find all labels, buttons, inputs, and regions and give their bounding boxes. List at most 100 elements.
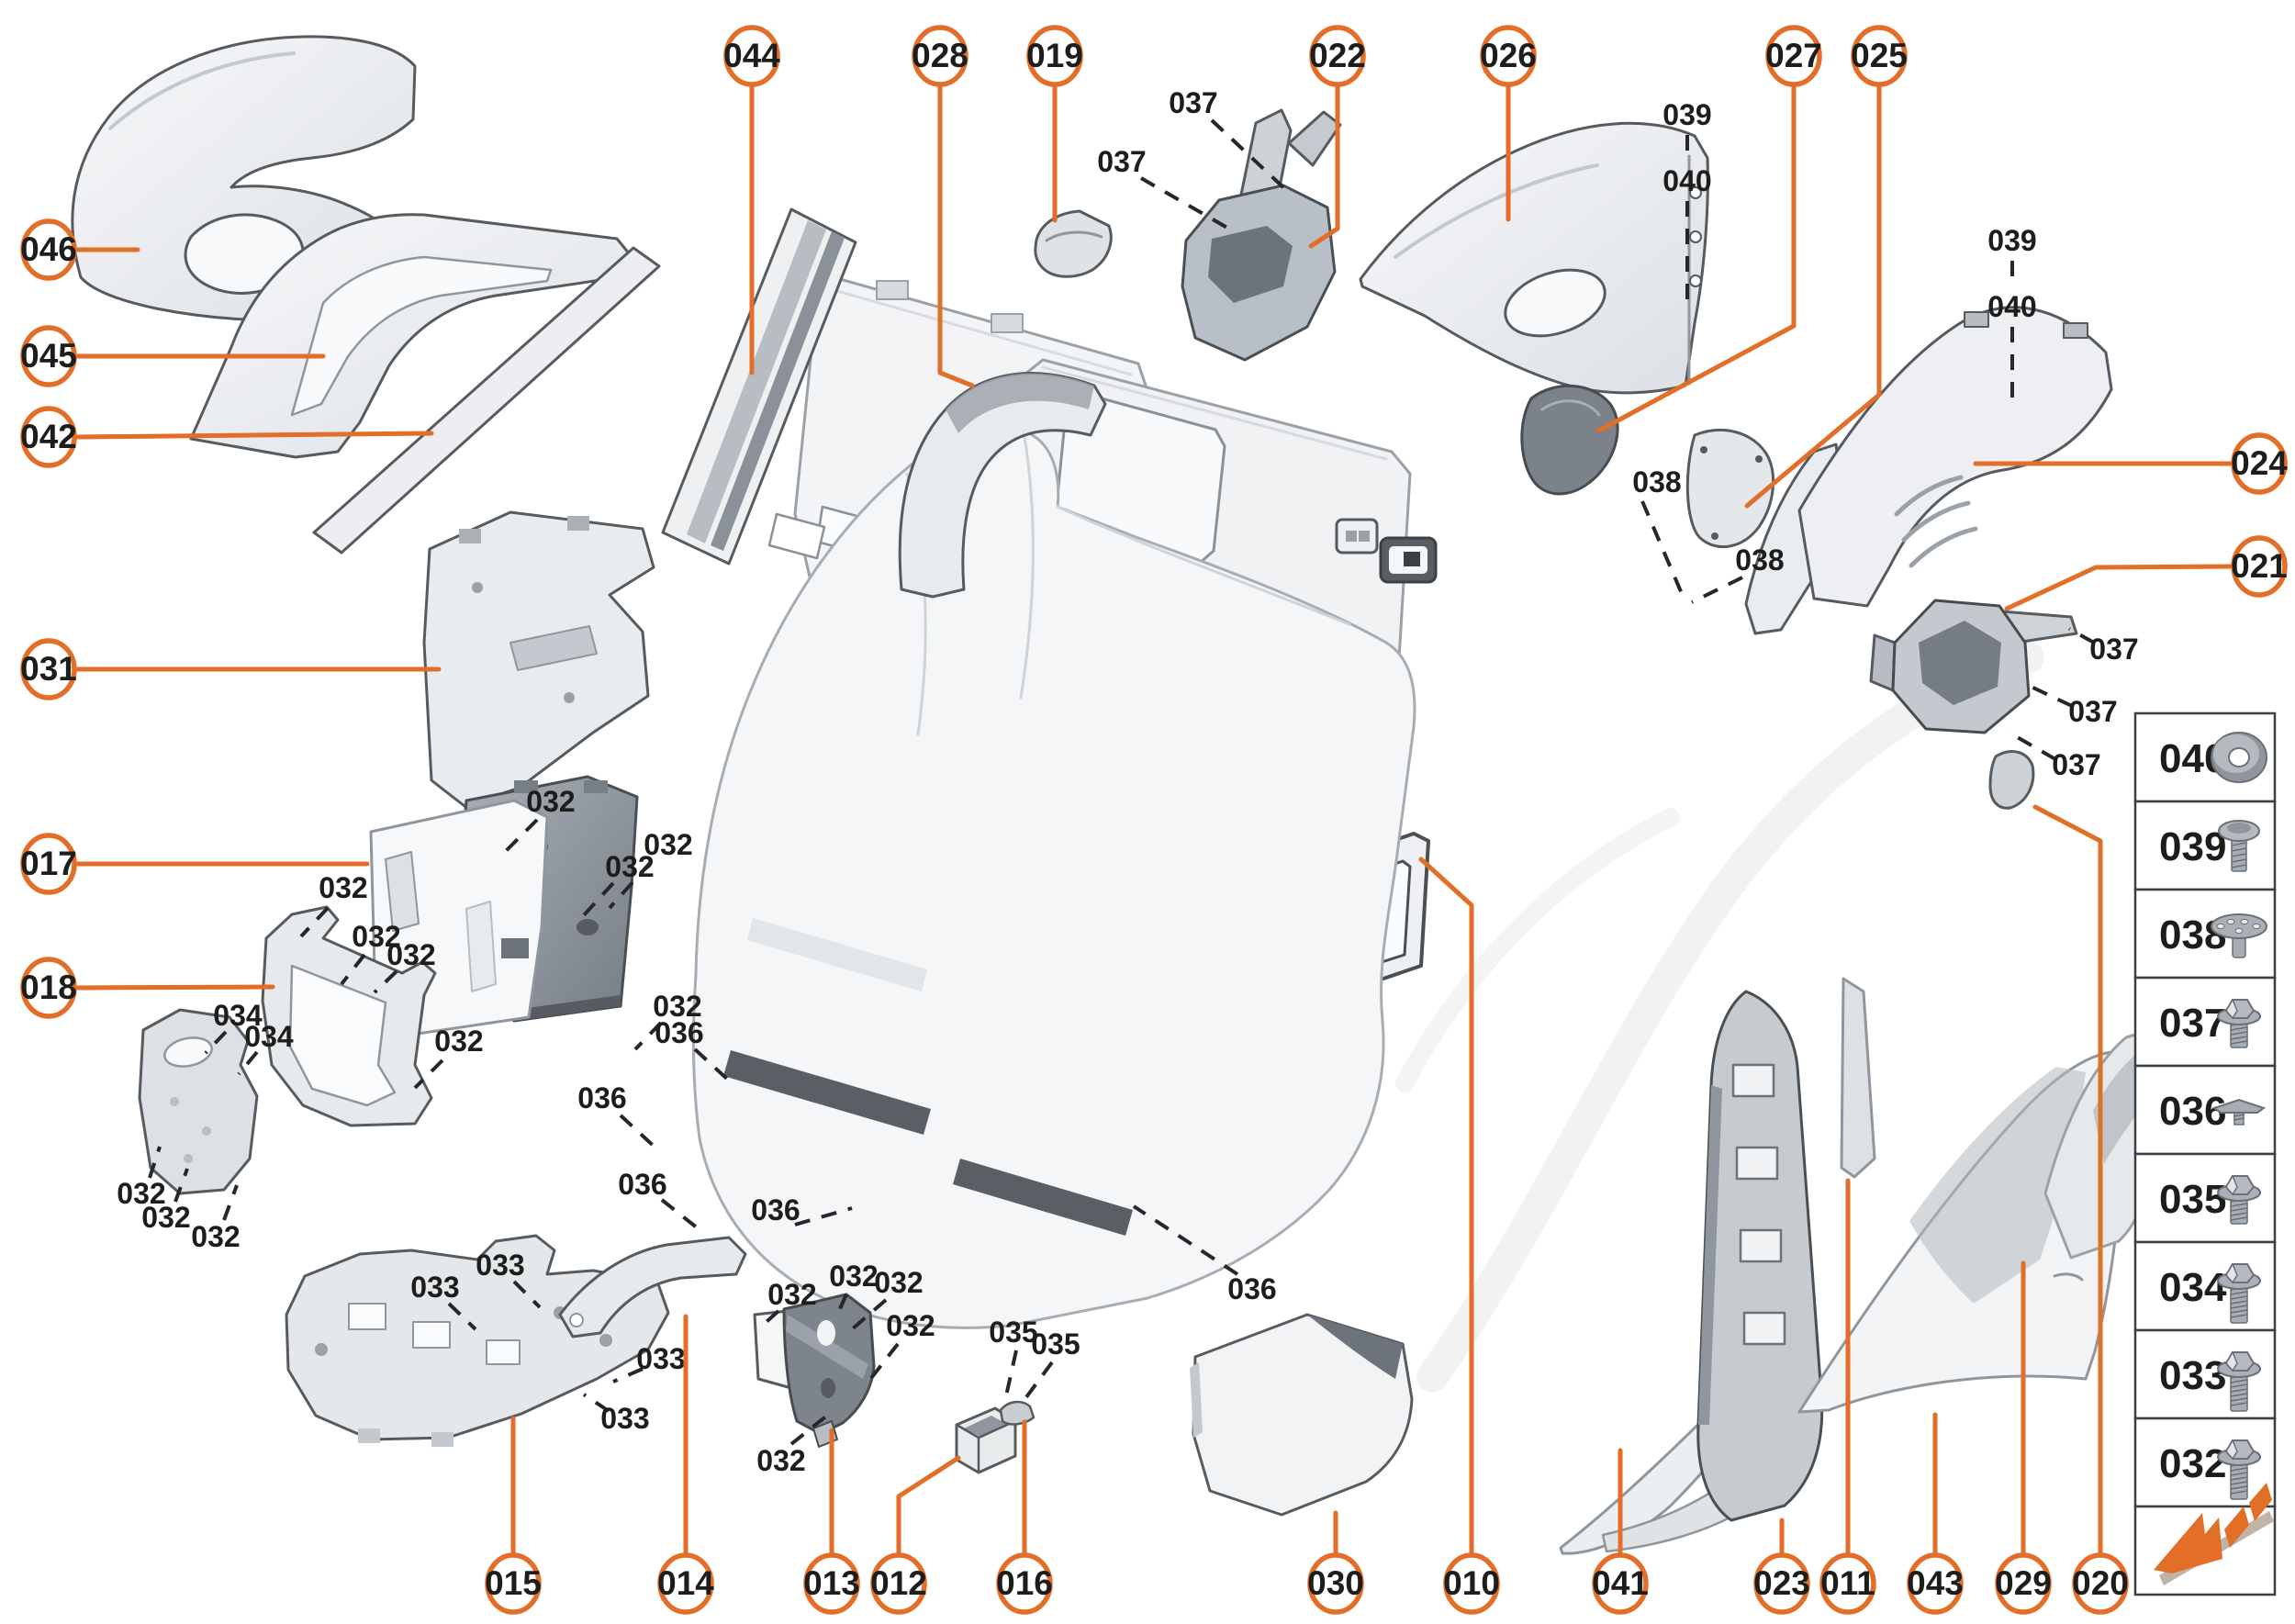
part-label-dash-037 [2007, 730, 2056, 761]
part-label-dash-032 [299, 906, 330, 938]
part-label-dash-036 [693, 1047, 732, 1083]
part-label-032: 032 [352, 920, 400, 953]
part-illustration-015 [285, 1234, 670, 1447]
callout-badge-013[interactable]: 013 [803, 1552, 860, 1615]
part-illustration-043 [1797, 1050, 2124, 1414]
callout-circle [996, 1552, 1053, 1615]
callout-badge-041[interactable]: 041 [1592, 1552, 1649, 1615]
part-label-032: 032 [117, 1177, 165, 1210]
callout-badge-030[interactable]: 030 [1307, 1552, 1364, 1615]
callout-badge-016[interactable]: 016 [996, 1552, 1053, 1615]
part-label-dash-033 [582, 1393, 610, 1413]
callout-number: 025 [1851, 37, 1908, 74]
part-label-033: 033 [410, 1271, 459, 1304]
callout-badge-043[interactable]: 043 [1907, 1552, 1964, 1615]
callout-badge-045[interactable]: 045 [20, 325, 77, 387]
part-label-032: 032 [653, 990, 701, 1023]
part-label-dash-032 [867, 1342, 900, 1383]
legend-row-036 [2133, 1064, 2277, 1156]
callout-badge-011[interactable]: 011 [1819, 1552, 1876, 1615]
part-illustration-014 [558, 1236, 747, 1338]
callout-badge-028[interactable]: 028 [912, 25, 968, 87]
callout-circle [870, 1552, 927, 1615]
part-illustration-021 [1869, 599, 2078, 810]
callout-badge-023[interactable]: 023 [1753, 1552, 1810, 1615]
callout-circle [1480, 25, 1537, 87]
callout-badge-010[interactable]: 010 [1443, 1552, 1500, 1615]
part-label-dash-035 [1003, 1350, 1018, 1401]
part-label-dash-034 [237, 1050, 259, 1076]
callout-number: 022 [1309, 37, 1366, 74]
callout-badge-022[interactable]: 022 [1309, 25, 1366, 87]
hex-bolt-short-icon [2217, 998, 2261, 1048]
callout-circle [20, 638, 77, 700]
callout-badge-015[interactable]: 015 [485, 1552, 542, 1615]
part-label-dash-032 [580, 881, 615, 919]
callout-badge-014[interactable]: 014 [657, 1552, 714, 1615]
callout-badge-021[interactable]: 021 [2231, 535, 2288, 598]
callout-badge-020[interactable]: 020 [2072, 1552, 2129, 1615]
callout-circle [20, 833, 77, 895]
part-label-032: 032 [756, 1444, 805, 1477]
callout-number: 045 [20, 337, 77, 375]
callout-badge-017[interactable]: 017 [20, 833, 77, 895]
part-label-dash-035 [1019, 1361, 1054, 1406]
part-label-039: 039 [1662, 98, 1711, 131]
callout-number: 018 [20, 969, 77, 1006]
part-label-032: 032 [874, 1266, 923, 1299]
callout-badge-018[interactable]: 018 [20, 957, 77, 1019]
callout-badge-031[interactable]: 031 [20, 638, 77, 700]
callout-badge-024[interactable]: 024 [2231, 432, 2288, 495]
part-label-036: 036 [577, 1081, 626, 1114]
callout-badge-042[interactable]: 042 [20, 406, 77, 468]
part-illustration-018 [261, 905, 437, 1127]
callout-circle [1309, 25, 1366, 87]
callout-circle [803, 1552, 860, 1615]
callout-badge-027[interactable]: 027 [1765, 25, 1822, 87]
legend-label-039: 039 [2159, 824, 2226, 869]
callout-circle [2231, 535, 2288, 598]
part-illustration-022 [1181, 108, 1342, 362]
callout-circle [912, 25, 968, 87]
part-label-dash-033 [612, 1367, 644, 1383]
part-label-032: 032 [886, 1309, 935, 1342]
callout-number: 030 [1307, 1564, 1364, 1602]
callout-badge-029[interactable]: 029 [1995, 1552, 2052, 1615]
part-label-dash-036 [794, 1206, 853, 1226]
grommet-icon [2211, 913, 2267, 958]
part-label-037: 037 [2089, 633, 2138, 666]
callout-badge-012[interactable]: 012 [870, 1552, 927, 1615]
part-illustration-028 [898, 372, 1107, 599]
part-label-032: 032 [526, 785, 575, 818]
part-label-dash-032 [174, 1168, 189, 1203]
part-label-dash-032 [633, 1021, 663, 1051]
part-label-032: 032 [644, 828, 692, 861]
legend-label-033: 033 [2159, 1353, 2226, 1398]
callout-badge-044[interactable]: 044 [723, 25, 780, 87]
callout-badge-019[interactable]: 019 [1026, 25, 1083, 87]
part-label-033: 033 [600, 1402, 649, 1435]
callout-number: 027 [1765, 37, 1822, 74]
callout-circle [485, 1552, 542, 1615]
callout-badge-026[interactable]: 026 [1480, 25, 1537, 87]
part-illustration-044 [661, 207, 857, 566]
part-illustration-020-clip [1988, 750, 2035, 810]
hex-bolt-long-icon [2217, 1350, 2261, 1412]
callout-badge-025[interactable]: 025 [1851, 25, 1908, 87]
part-illustration-016 [999, 1400, 1036, 1426]
part-label-dash-032 [222, 1184, 239, 1221]
callout-number: 010 [1443, 1564, 1500, 1602]
hex-bolt-long-icon [2217, 1439, 2261, 1500]
callout-circle [2231, 432, 2288, 495]
part-label-040: 040 [1987, 290, 2036, 323]
legend-label-035: 035 [2159, 1177, 2226, 1222]
callout-badge-046[interactable]: 046 [20, 218, 77, 281]
part-label-dash-032 [608, 860, 653, 910]
ghost-car-body-outline [1416, 642, 2044, 1393]
part-label-037: 037 [2052, 748, 2100, 781]
callout-number: 014 [657, 1564, 714, 1602]
part-label-035: 035 [989, 1316, 1037, 1349]
callout-number: 026 [1480, 37, 1537, 74]
